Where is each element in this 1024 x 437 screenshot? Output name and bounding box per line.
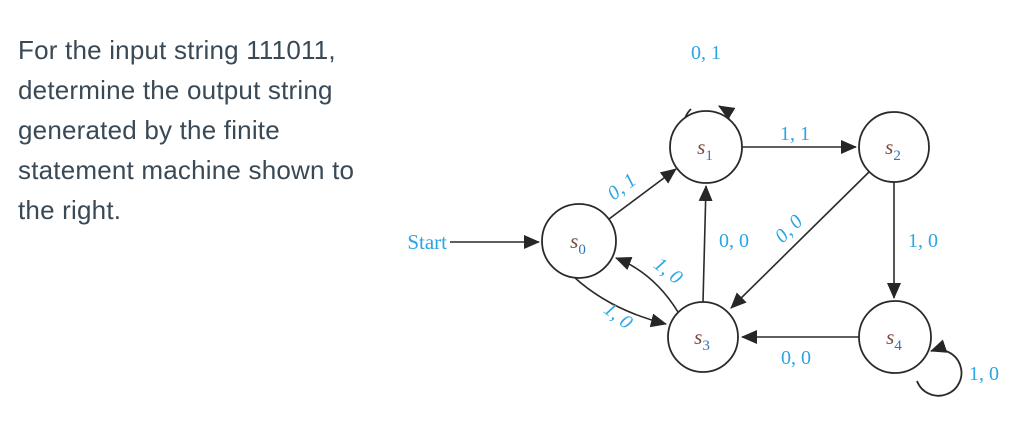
state-s0: s0 [541,203,617,279]
state-s0-circle [541,203,617,279]
label-s2-s3: 0, 0 [771,211,808,248]
question-line: statement machine shown to [18,155,355,185]
edge-s2-s3 [730,171,870,309]
label-s0-s3: 1, 0 [599,298,636,334]
state-s1-label: s1 [697,135,713,164]
edge-s3-s0-curve [615,257,679,313]
label-s1-s2: 1, 1 [780,123,810,145]
edge-s0-s3-curve [573,276,667,328]
edge-s3-s1 [698,185,713,303]
label-s3-s1: 0, 0 [719,230,749,252]
question-line: generated by the finite [18,115,280,145]
state-s2-label: s2 [885,135,901,164]
edge-s0-s1 [608,168,677,220]
question-text: For the input string 111011, determine t… [18,30,354,230]
self-loop-s4 [916,339,963,397]
label-s2-s4: 1, 0 [908,230,938,252]
label-s1-self: 0, 1 [691,42,721,64]
label-s4-self: 1, 0 [969,363,999,385]
state-s1: s1 [669,110,743,184]
state-s3-label: s3 [694,325,710,354]
state-s4-label: s4 [886,325,902,354]
state-s4-circle [858,300,932,374]
state-s3-circle [667,301,739,373]
state-s2-circle [858,111,930,183]
label-s4-s3: 0, 0 [781,347,811,369]
state-s3: s3 [667,301,739,373]
state-s0-label: s0 [570,229,586,258]
question-line: the right. [18,195,122,225]
state-s4: s4 [858,300,932,374]
state-s2: s2 [858,111,930,183]
question-line: determine the output string [18,75,333,105]
question-line: For the input string 111011, [18,35,336,65]
state-s1-circle [669,110,743,184]
start-label: Start [407,230,447,254]
